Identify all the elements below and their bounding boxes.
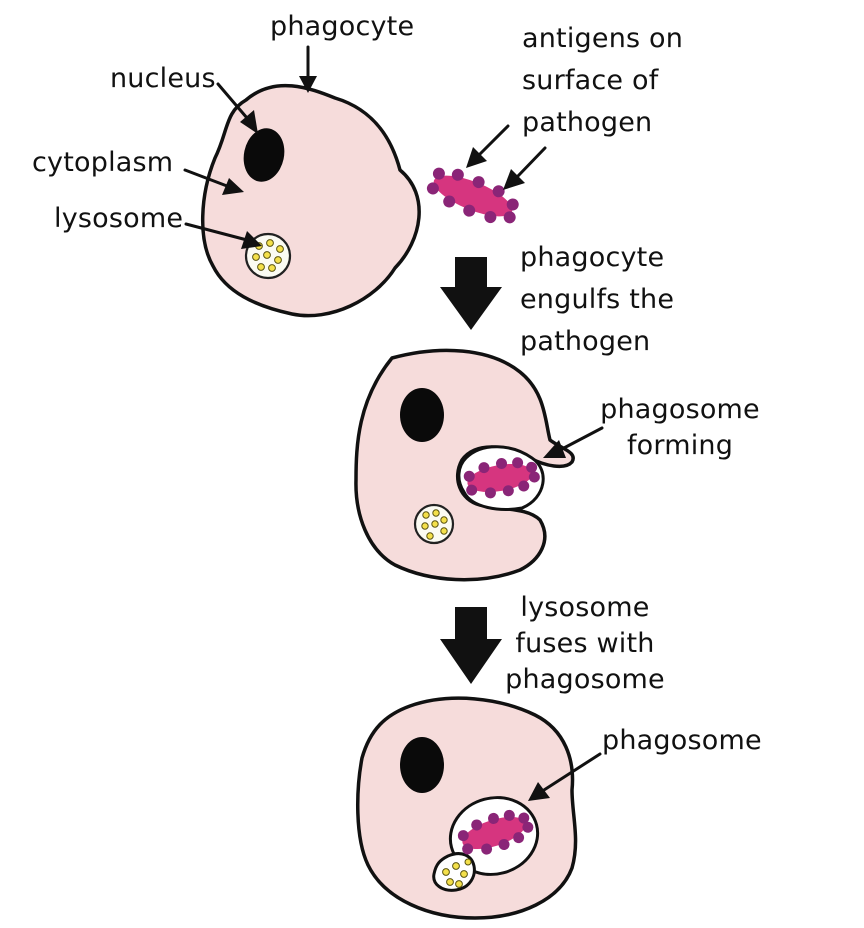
pointer-phagosome (528, 752, 602, 801)
label-step-fuse-line-1: lysosome (520, 592, 650, 623)
pathogen-engulfed (463, 457, 540, 499)
label-cytoplasm-text: cytoplasm (32, 147, 174, 178)
label-antigens-line-1: antigens on (522, 23, 684, 54)
granule (452, 862, 460, 870)
label-phagosome-forming: phagosome forming (600, 392, 760, 464)
pointer-phagosome-forming (543, 426, 604, 458)
lysosome-fusing (432, 852, 476, 892)
label-antigens-line-2: surface of (522, 65, 659, 96)
pathogen-free (426, 167, 519, 224)
granule (442, 868, 450, 876)
pointer-antigen-1 (466, 124, 510, 168)
lysosome-2 (413, 503, 455, 545)
nucleus-1 (243, 128, 285, 182)
label-phagosome-forming-line-1: phagosome (600, 394, 760, 425)
label-nucleus: nucleus (110, 58, 216, 100)
phagocyte-cell-1 (200, 83, 421, 318)
label-phagocyte: phagocyte (270, 6, 414, 48)
granule (446, 878, 454, 886)
nucleus-2 (400, 388, 444, 442)
label-nucleus-text: nucleus (110, 63, 216, 94)
label-cytoplasm: cytoplasm (32, 142, 173, 184)
pathogen-in-phagosome (457, 809, 534, 855)
nucleus-3 (400, 737, 444, 793)
pointer-cytoplasm (183, 168, 244, 195)
label-antigens: antigens on surface of pathogen (522, 18, 683, 144)
phagocyte-stage-3 (356, 696, 578, 920)
label-step-engulf-line-2: engulfs the (520, 284, 675, 315)
pointer-phagocyte (299, 45, 317, 93)
label-step-engulf-line-1: phagocyte (520, 242, 665, 273)
pointer-antigen-2 (503, 146, 547, 190)
label-phagocyte-text: phagocyte (270, 11, 415, 42)
process-arrow-2 (440, 607, 502, 684)
process-arrow-1 (440, 257, 502, 330)
label-antigens-line-3: pathogen (522, 107, 653, 138)
pointer-nucleus (216, 82, 258, 134)
label-phagosome-forming-line-2: forming (626, 430, 734, 461)
phagocyte-stage-2 (354, 348, 575, 582)
label-step-fuse-line-3: phagosome (505, 664, 665, 695)
granule (464, 858, 472, 866)
phagocyte-stage-1 (200, 83, 421, 318)
pointer-lysosome (184, 222, 262, 249)
label-lysosome-text: lysosome (54, 203, 184, 234)
label-phagosome: phagosome (602, 720, 762, 762)
label-lysosome: lysosome (54, 198, 183, 240)
label-step-engulf-line-3: pathogen (520, 326, 651, 357)
label-phagosome-text: phagosome (602, 725, 762, 756)
label-step-engulf: phagocyte engulfs the pathogen (520, 237, 674, 363)
granule (460, 870, 468, 878)
label-step-fuse: lysosome fuses with phagosome (500, 590, 670, 698)
label-step-fuse-line-2: fuses with (515, 628, 655, 659)
granule (455, 880, 463, 888)
